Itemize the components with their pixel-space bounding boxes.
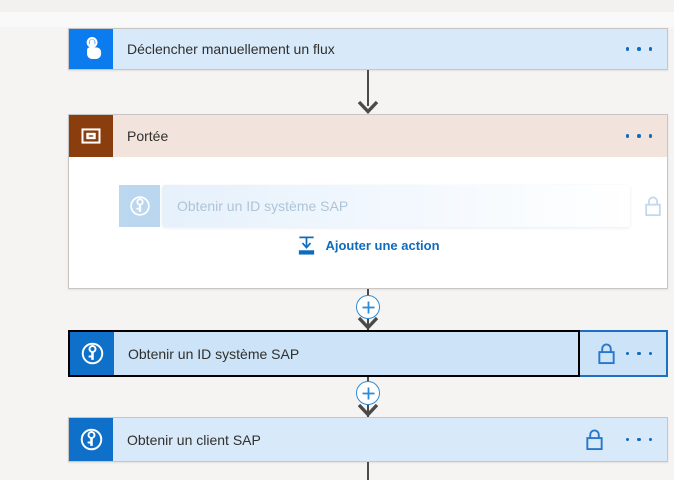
- scope-card[interactable]: Portée Obtenir un ID système SAP: [68, 114, 668, 289]
- scope-body: Obtenir un ID système SAP Ajouter une ac…: [69, 157, 667, 288]
- more-options-button[interactable]: [625, 351, 652, 356]
- connector-line: [367, 70, 369, 106]
- manual-trigger-icon: [69, 29, 113, 69]
- action-focus-outline[interactable]: Obtenir un ID système SAP: [68, 330, 580, 377]
- action-card-get-sap-system-id[interactable]: Obtenir un ID système SAP: [68, 330, 668, 377]
- dragged-action-ghost: Obtenir un ID système SAP: [119, 185, 663, 227]
- canvas-top-band: [0, 0, 674, 12]
- card-title: Déclencher manuellement un flux: [127, 41, 335, 57]
- card-title: Portée: [127, 128, 169, 144]
- more-options-button[interactable]: [611, 115, 668, 157]
- more-options-button[interactable]: [611, 29, 668, 69]
- connector-arrow-icon: [357, 100, 379, 114]
- connector-line: [367, 462, 369, 480]
- add-action-button[interactable]: Ajouter une action: [69, 235, 667, 256]
- add-action-icon: [299, 236, 315, 255]
- sap-connector-icon: [69, 418, 113, 461]
- scope-icon: [69, 115, 113, 157]
- insert-step-button[interactable]: [356, 381, 380, 405]
- lock-icon: [584, 418, 611, 461]
- sap-connector-icon: [70, 332, 114, 375]
- scope-header[interactable]: Portée: [69, 115, 667, 157]
- add-action-label: Ajouter une action: [325, 238, 440, 253]
- trigger-card[interactable]: Déclencher manuellement un flux: [68, 28, 668, 70]
- sap-connector-icon: [119, 185, 160, 227]
- card-title: Obtenir un client SAP: [127, 431, 261, 448]
- card-title: Obtenir un ID système SAP: [128, 345, 300, 362]
- connector-arrow-icon: [357, 316, 379, 330]
- connector-arrow-icon: [357, 403, 379, 417]
- lock-icon: [596, 341, 623, 367]
- action-card-get-sap-client[interactable]: Obtenir un client SAP: [68, 417, 668, 462]
- insert-step-button[interactable]: [356, 295, 380, 319]
- lock-icon: [643, 185, 663, 227]
- canvas-top-band-2: [0, 12, 674, 27]
- plus-icon: [362, 301, 374, 313]
- ghost-title: Obtenir un ID système SAP: [162, 185, 630, 227]
- plus-icon: [362, 387, 374, 399]
- more-options-button[interactable]: [611, 418, 668, 461]
